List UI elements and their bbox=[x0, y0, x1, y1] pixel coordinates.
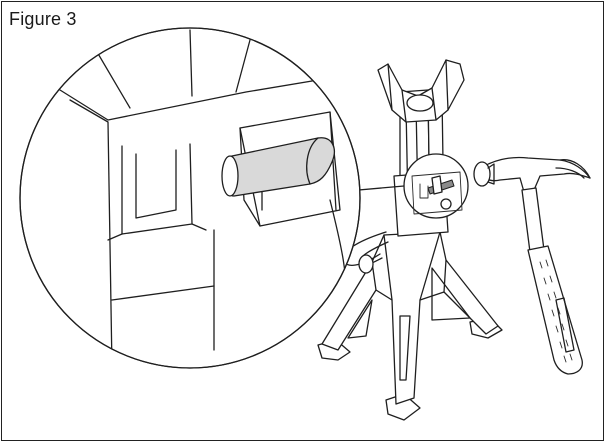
hammer-face bbox=[473, 161, 491, 187]
hammer-shaft bbox=[521, 187, 545, 253]
magnified-detail-circle-outline bbox=[19, 27, 361, 369]
mag-locking-pin-tip bbox=[221, 155, 239, 197]
jack-stand-handle-knob bbox=[358, 254, 374, 274]
jack-stand-edges bbox=[371, 231, 447, 301]
mag-pin-socket-edge bbox=[239, 127, 261, 227]
hammer-neck bbox=[487, 163, 495, 185]
jack-stand-saddle-edges bbox=[387, 59, 449, 123]
jack-stand-saddle-hole bbox=[406, 94, 434, 112]
mag-body-bottom-edge bbox=[111, 285, 215, 301]
jack-stand-cutout-left bbox=[347, 299, 373, 339]
magnified-detail bbox=[19, 27, 361, 369]
mag-collar-top-edge bbox=[59, 77, 331, 121]
claw-hammer bbox=[473, 156, 591, 375]
hammer-head bbox=[477, 156, 591, 193]
mag-slot-outer bbox=[121, 143, 193, 235]
hammer-grip-slot bbox=[555, 297, 575, 353]
detail-callout-slot bbox=[419, 183, 429, 199]
mag-slot-lower-edge bbox=[107, 223, 207, 241]
jack-stand-cutout-front bbox=[399, 315, 411, 381]
mag-column-edge-3 bbox=[235, 39, 251, 93]
hammer-grip bbox=[527, 245, 583, 375]
mag-slot-inner bbox=[135, 149, 177, 219]
detail-callout-pin-socket bbox=[431, 175, 443, 195]
figure-title: Figure 3 bbox=[9, 9, 77, 29]
mag-locking-pin-end bbox=[306, 137, 319, 185]
jack-stand bbox=[317, 59, 503, 421]
hammer-grip-texture bbox=[539, 259, 573, 363]
detail-callout-collar bbox=[411, 171, 463, 215]
detail-callout bbox=[403, 153, 469, 219]
mag-collar-front-edge bbox=[69, 99, 113, 368]
hammer-claw bbox=[555, 159, 591, 179]
jack-stand-cutout-right bbox=[431, 267, 471, 321]
detail-callout-knob bbox=[440, 198, 452, 210]
mag-column-edge-2 bbox=[189, 29, 193, 97]
